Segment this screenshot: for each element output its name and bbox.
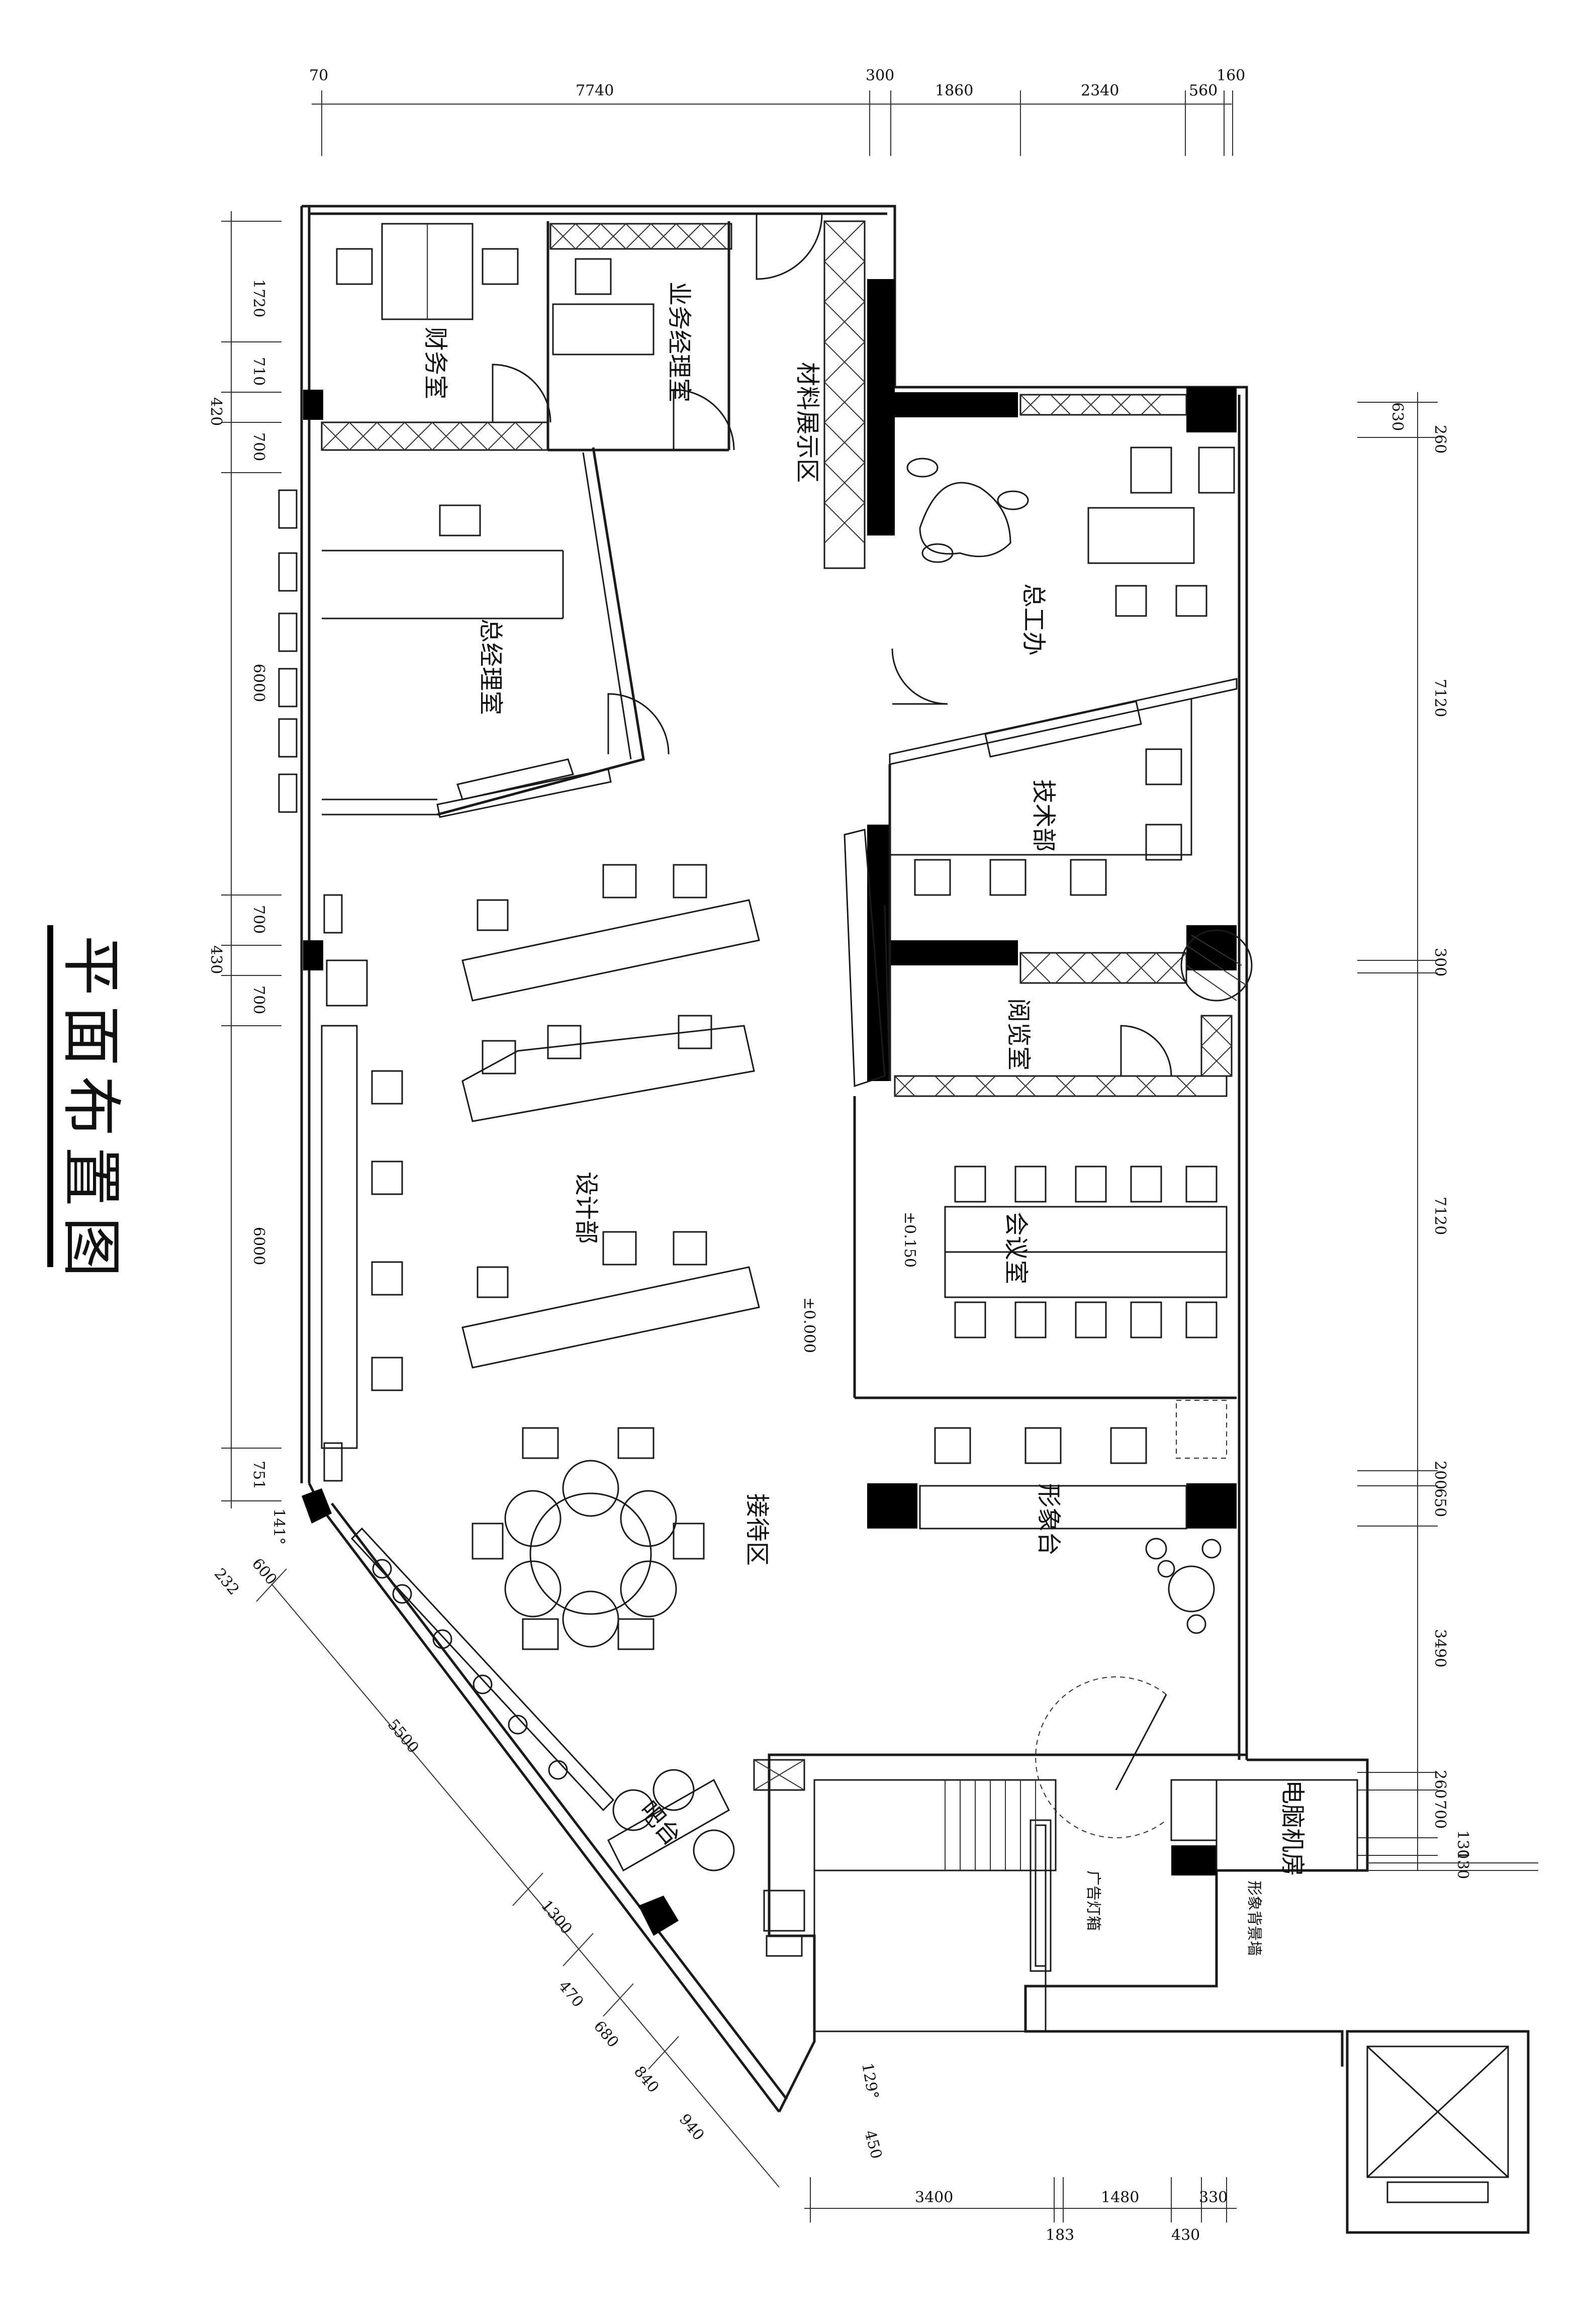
dim-bottom-183: 183 <box>1046 2226 1074 2244</box>
dim-left-710: 710 <box>250 357 267 386</box>
dim-left-420: 420 <box>207 397 225 426</box>
dim-right-130-a: 130 <box>1454 1830 1471 1859</box>
right-dimension-chain: 630 260 7120 300 7120 200 650 3490 260 7… <box>1357 392 1471 1879</box>
dim-bottom-330: 330 <box>1199 2189 1228 2206</box>
room-materials: 材料展示区 <box>793 362 821 483</box>
top-dimension-chain: 70 7740 300 1860 2340 560 160 <box>309 67 1245 156</box>
dim-top-560: 560 <box>1189 82 1218 100</box>
dim-left-751: 751 <box>250 1461 267 1489</box>
dim-left-430: 430 <box>207 945 225 974</box>
bottom-dimension-chain: 3400 1480 330 183 430 450 <box>804 2128 1237 2244</box>
dim-diag-680: 680 <box>590 2018 622 2051</box>
dim-right-3490: 3490 <box>1431 1629 1449 1667</box>
dim-top-7740: 7740 <box>576 82 614 100</box>
room-computer: 电脑机房 <box>1278 1780 1307 1876</box>
structural-columns <box>302 279 1237 1936</box>
dim-diag-1300: 1300 <box>537 1897 576 1938</box>
room-negotiation: 接待区 <box>743 1493 771 1566</box>
dim-right-260-b: 260 <box>1431 1770 1449 1799</box>
dim-right-7120-b: 7120 <box>1431 1197 1449 1235</box>
room-meeting: 会议室 <box>1002 1212 1030 1284</box>
angle-top-left: 141° <box>270 1508 288 1545</box>
dim-right-300: 300 <box>1431 948 1449 976</box>
dim-bottom-430: 430 <box>1171 2226 1200 2244</box>
dim-top-300: 300 <box>866 67 894 84</box>
dim-diag-232: 232 <box>211 1565 243 1598</box>
dim-left-700-a: 700 <box>250 432 267 461</box>
dim-bottom-450: 450 <box>861 2128 885 2161</box>
door-swings <box>492 213 1253 1838</box>
partitions <box>278 220 1358 2032</box>
outer-walls <box>300 205 1538 2234</box>
room-business-manager: 业务经理室 <box>665 282 693 402</box>
room-reading: 阅览室 <box>1004 998 1033 1070</box>
page-title: 平面布置图 <box>56 935 126 1287</box>
furniture <box>336 223 1235 1872</box>
level-meeting: ±0.150 <box>901 1212 918 1268</box>
dim-left-6000-b: 6000 <box>250 1227 267 1265</box>
level-floor: ±0.000 <box>800 1297 818 1353</box>
left-dimension-chain: 1720 710 420 700 6000 700 430 700 6000 7… <box>207 211 282 1508</box>
dim-diag-940: 940 <box>676 2111 708 2144</box>
dim-diag-600: 600 <box>248 1555 281 1588</box>
dim-top-70: 70 <box>309 67 328 84</box>
dim-left-6000-a: 6000 <box>250 664 267 702</box>
dim-diag-470: 470 <box>555 1978 587 2011</box>
dim-top-2340: 2340 <box>1081 82 1119 100</box>
dim-right-7120-a: 7120 <box>1431 679 1449 717</box>
dim-right-650: 650 <box>1431 1488 1449 1517</box>
dim-right-200: 200 <box>1431 1461 1449 1489</box>
dim-right-260-a: 260 <box>1431 425 1449 454</box>
room-reception: 形象台 <box>1035 1483 1063 1556</box>
room-chief-engineer: 总工办 <box>1019 583 1048 656</box>
label-lightbox: 广告灯箱 <box>1084 1870 1102 1931</box>
room-finance: 财务室 <box>421 327 449 399</box>
dim-top-160: 160 <box>1217 67 1245 84</box>
room-design: 设计部 <box>572 1172 600 1244</box>
room-general-manager: 总经理室 <box>477 618 505 715</box>
dim-right-630: 630 <box>1388 402 1406 431</box>
dim-diag-5500: 5500 <box>384 1716 422 1757</box>
room-tech: 技术部 <box>1030 779 1058 852</box>
dim-left-1720: 1720 <box>250 279 267 317</box>
dim-bottom-3400: 3400 <box>915 2189 953 2206</box>
room-labels: 财务室 业务经理室 材料展示区 总经理室 总工办 技术部 阅览室 设计部 会议室… <box>270 282 1307 2101</box>
angle-bottom: 129° <box>858 2062 882 2100</box>
label-image-wall: 形象背景墙 <box>1245 1881 1263 1956</box>
dim-bottom-1480: 1480 <box>1101 2189 1139 2206</box>
diagonal-dimension-chain: 232 600 5500 1300 470 680 840 940 <box>211 1555 780 2188</box>
room-bar: 吧台 <box>634 1796 687 1851</box>
dim-top-1860: 1860 <box>935 82 973 100</box>
dim-left-700-b: 700 <box>250 905 267 934</box>
dim-diag-840: 840 <box>630 2063 663 2096</box>
dim-right-700: 700 <box>1431 1800 1449 1829</box>
dim-left-700-c: 700 <box>250 986 267 1014</box>
drawing-title: 平面布置图 <box>47 925 126 1287</box>
dim-right-130-b: 130 <box>1454 1850 1471 1879</box>
